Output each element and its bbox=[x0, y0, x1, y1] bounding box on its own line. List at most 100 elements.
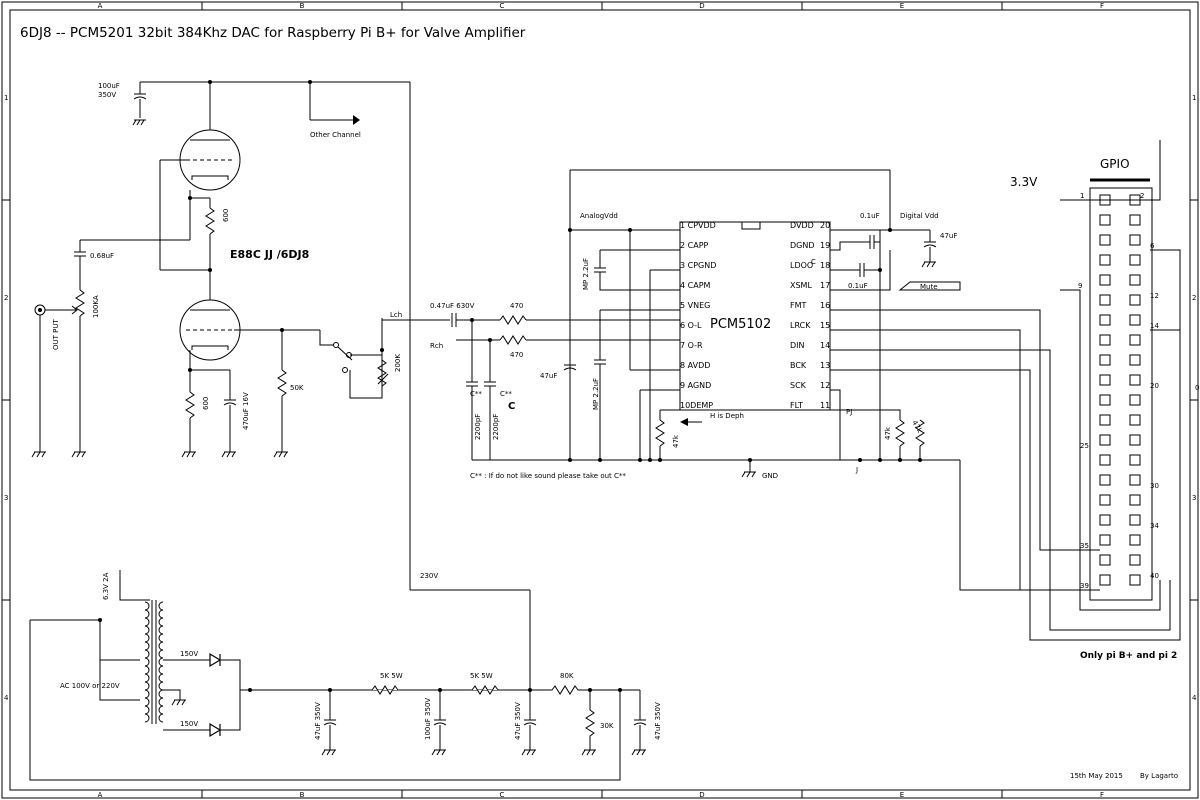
gpio-pin-square bbox=[1099, 474, 1111, 486]
cap-mp22-b-label: MP 2.2uF bbox=[592, 378, 600, 410]
gpio-pin-square bbox=[1099, 214, 1111, 226]
j-label: J bbox=[855, 466, 858, 474]
gpio-pin-square bbox=[1129, 494, 1141, 506]
chip-pin-r15-name: LRCK bbox=[790, 321, 811, 330]
gpio-pin-square bbox=[1099, 334, 1111, 346]
gpio-pin-square bbox=[1129, 514, 1141, 526]
chip-pin-r17-num: 17 bbox=[820, 281, 830, 290]
cap-47uf-analog-label: 47uF bbox=[540, 372, 557, 380]
gpio-pin-1: 1 bbox=[1080, 192, 1084, 200]
cap-mp22-a-label: MP 2.2uF bbox=[582, 258, 590, 290]
col-label-c-top: C bbox=[500, 2, 505, 10]
row-label-3-right: 3 bbox=[1192, 494, 1196, 502]
cap-100-350-label: 100uF 350V bbox=[424, 698, 432, 740]
pj-label: PJ bbox=[846, 408, 852, 416]
gpio-pin-square bbox=[1129, 394, 1141, 406]
res-470-b-label: 470 bbox=[510, 351, 523, 359]
chip-pin-l2: 2 CAPP bbox=[680, 241, 709, 250]
gpio-pin-square bbox=[1099, 414, 1111, 426]
chip-pin-r20-num: 20 bbox=[820, 221, 830, 230]
power-supply: 6.3V 2A AC 100V or 220V 150V 150V 5K 5W … bbox=[29, 570, 662, 781]
chip-pin-l9: 9 AGND bbox=[680, 381, 711, 390]
pot-100k-label: 100KA bbox=[92, 295, 100, 318]
chip-pin-l3: 3 CPGND bbox=[680, 261, 716, 270]
c-big-label: C bbox=[508, 401, 515, 412]
gpio-pin-34: 34 bbox=[1150, 522, 1159, 530]
gpio-note: Only pi B+ and pi 2 bbox=[1080, 651, 1177, 661]
pcm5102-chip: PCM5102 1 CPVDD 2 CAPP 3 CPGND 4 CAPM 5 … bbox=[540, 169, 1181, 641]
gpio-pin-square bbox=[1099, 274, 1111, 286]
chip-right-pins: DVDD 20 DGND 19 LDOO 18 XSML 17 FMT 16 L… bbox=[790, 221, 830, 410]
col-label-f-bottom: F bbox=[1100, 791, 1104, 799]
col-label-e-top: E bbox=[900, 2, 904, 10]
c-star-a-label: C** bbox=[470, 390, 482, 398]
res-30k-label: 30K bbox=[600, 722, 614, 730]
rch-label: Rch bbox=[430, 342, 443, 350]
mute-label: Mute bbox=[920, 283, 938, 291]
supply-cap-voltage: 350V bbox=[98, 91, 116, 99]
row-label-4-right: 4 bbox=[1192, 694, 1197, 702]
gpio-pin-square bbox=[1099, 394, 1111, 406]
output-filter: Lch 0.47uF 630V 470 Rch 470 C** C** C 22… bbox=[382, 302, 960, 480]
gpio-pin-14: 14 bbox=[1150, 322, 1159, 330]
h-is-deph-label: H is Deph bbox=[710, 412, 744, 420]
gpio-pin-30: 30 bbox=[1150, 482, 1159, 490]
gpio-pin-square bbox=[1129, 314, 1141, 326]
gpio-pin-12: 12 bbox=[1150, 292, 1159, 300]
res-600-top-label: 600 bbox=[222, 209, 230, 222]
chip-pin-r11-name: FLT bbox=[790, 401, 803, 410]
tube-label: E88C JJ /6DJ8 bbox=[230, 248, 309, 261]
gpio-pins bbox=[1099, 194, 1141, 586]
gpio-pin-square bbox=[1099, 234, 1111, 246]
cap-47-350-a-label: 47uF 350V bbox=[314, 702, 322, 740]
chip-pin-r18-name: LDOO bbox=[790, 261, 813, 270]
col-label-a-bottom: A bbox=[98, 791, 103, 799]
row-label-2-right: 2 bbox=[1192, 294, 1196, 302]
gpio-pin-square bbox=[1129, 574, 1141, 586]
gpio-pin-square bbox=[1099, 454, 1111, 466]
chip-pin-r14-num: 14 bbox=[820, 341, 830, 350]
output-label: OUT PUT bbox=[52, 319, 60, 350]
col-label-d-top: D bbox=[699, 2, 704, 10]
chip-pin-r16-name: FMT bbox=[790, 301, 807, 310]
gpio-pin-square bbox=[1129, 354, 1141, 366]
chip-pin-r17-name: XSML bbox=[790, 281, 812, 290]
chip-pin-r16-num: 16 bbox=[820, 301, 830, 310]
gpio-pin-20: 20 bbox=[1150, 382, 1159, 390]
chip-pin-l6: 6 O-L bbox=[680, 321, 702, 330]
row-label-2-left: 2 bbox=[4, 294, 8, 302]
ground-symbols-valve bbox=[31, 451, 288, 458]
res-47k-a-label: 47k bbox=[672, 434, 680, 448]
gpio-pin-square bbox=[1099, 254, 1111, 266]
gpio-pin-9: 9 bbox=[1078, 282, 1082, 290]
res-470-a-label: 470 bbox=[510, 302, 523, 310]
res-200k-label: 200K bbox=[394, 354, 402, 372]
cap-01uf-b-label: 0.1uF bbox=[848, 282, 868, 290]
col-label-e-bottom: E bbox=[900, 791, 904, 799]
sec-150b-label: 150V bbox=[180, 720, 198, 728]
chip-pin-r19-num: 19 bbox=[820, 241, 830, 250]
chip-pin-l10: 10DEMP bbox=[680, 401, 713, 410]
gpio-pin-square bbox=[1129, 274, 1141, 286]
chip-name: PCM5102 bbox=[710, 317, 771, 332]
cap-2200-b-label: 2200pF bbox=[492, 414, 500, 440]
gpio-pin-square bbox=[1129, 374, 1141, 386]
chip-pin-l8: 8 AVDD bbox=[680, 361, 710, 370]
gpio-pin-square bbox=[1129, 234, 1141, 246]
row-label-4-left: 4 bbox=[4, 694, 9, 702]
gpio-pin-35: 35 bbox=[1080, 542, 1089, 550]
gpio-pin-39: 39 bbox=[1080, 582, 1089, 590]
lch-label: Lch bbox=[390, 311, 402, 319]
chip-pin-l7: 7 O-R bbox=[680, 341, 703, 350]
gpio-pin-square bbox=[1129, 294, 1141, 306]
chip-pin-l5: 5 VNEG bbox=[680, 301, 710, 310]
chip-pin-r20-name: DVDD bbox=[790, 221, 814, 230]
cap-47-350-b-label: 47uF 350V bbox=[514, 702, 522, 740]
gpio-pin-square bbox=[1129, 454, 1141, 466]
chip-ldoo-c: C bbox=[811, 258, 816, 266]
gpio-pin-square bbox=[1099, 294, 1111, 306]
chip-pin-l4: 4 CAPM bbox=[680, 281, 711, 290]
col-label-a-top: A bbox=[98, 2, 103, 10]
supply-cap-label: 100uF bbox=[98, 82, 120, 90]
